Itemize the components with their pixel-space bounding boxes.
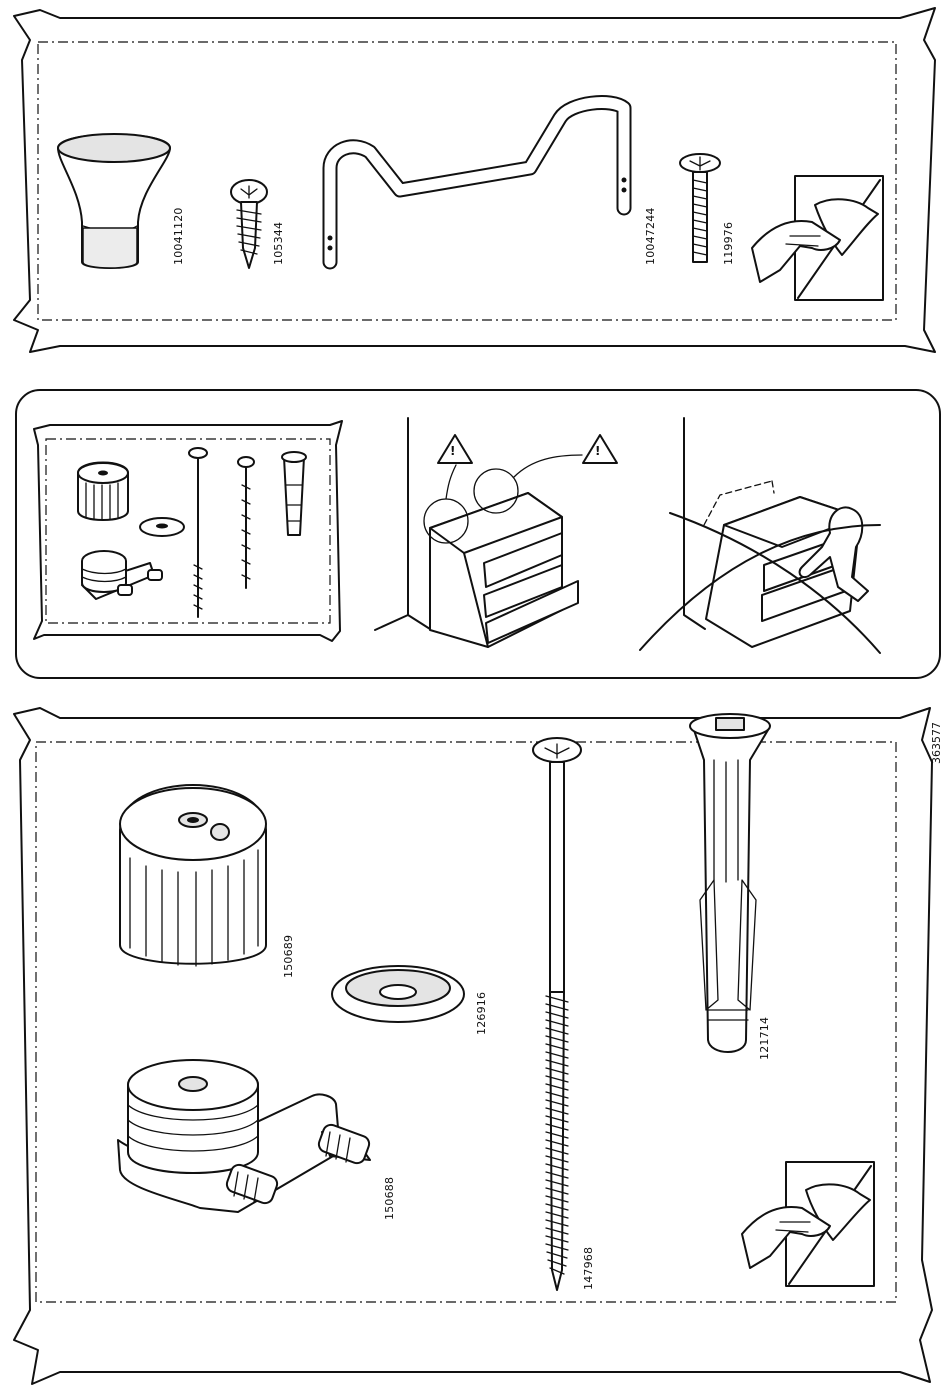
- hardware-bag-bottom: 363577 150689 126916 150688 1479: [0, 700, 950, 1387]
- turn-page-icon: [0, 0, 950, 360]
- climbing-child-prohibited-icon: [0, 385, 950, 685]
- hardware-bag-top: 10041120 105344 10047244 119976: [0, 0, 950, 360]
- safety-panel: ! !: [0, 385, 950, 685]
- turn-page-icon: [0, 700, 950, 1387]
